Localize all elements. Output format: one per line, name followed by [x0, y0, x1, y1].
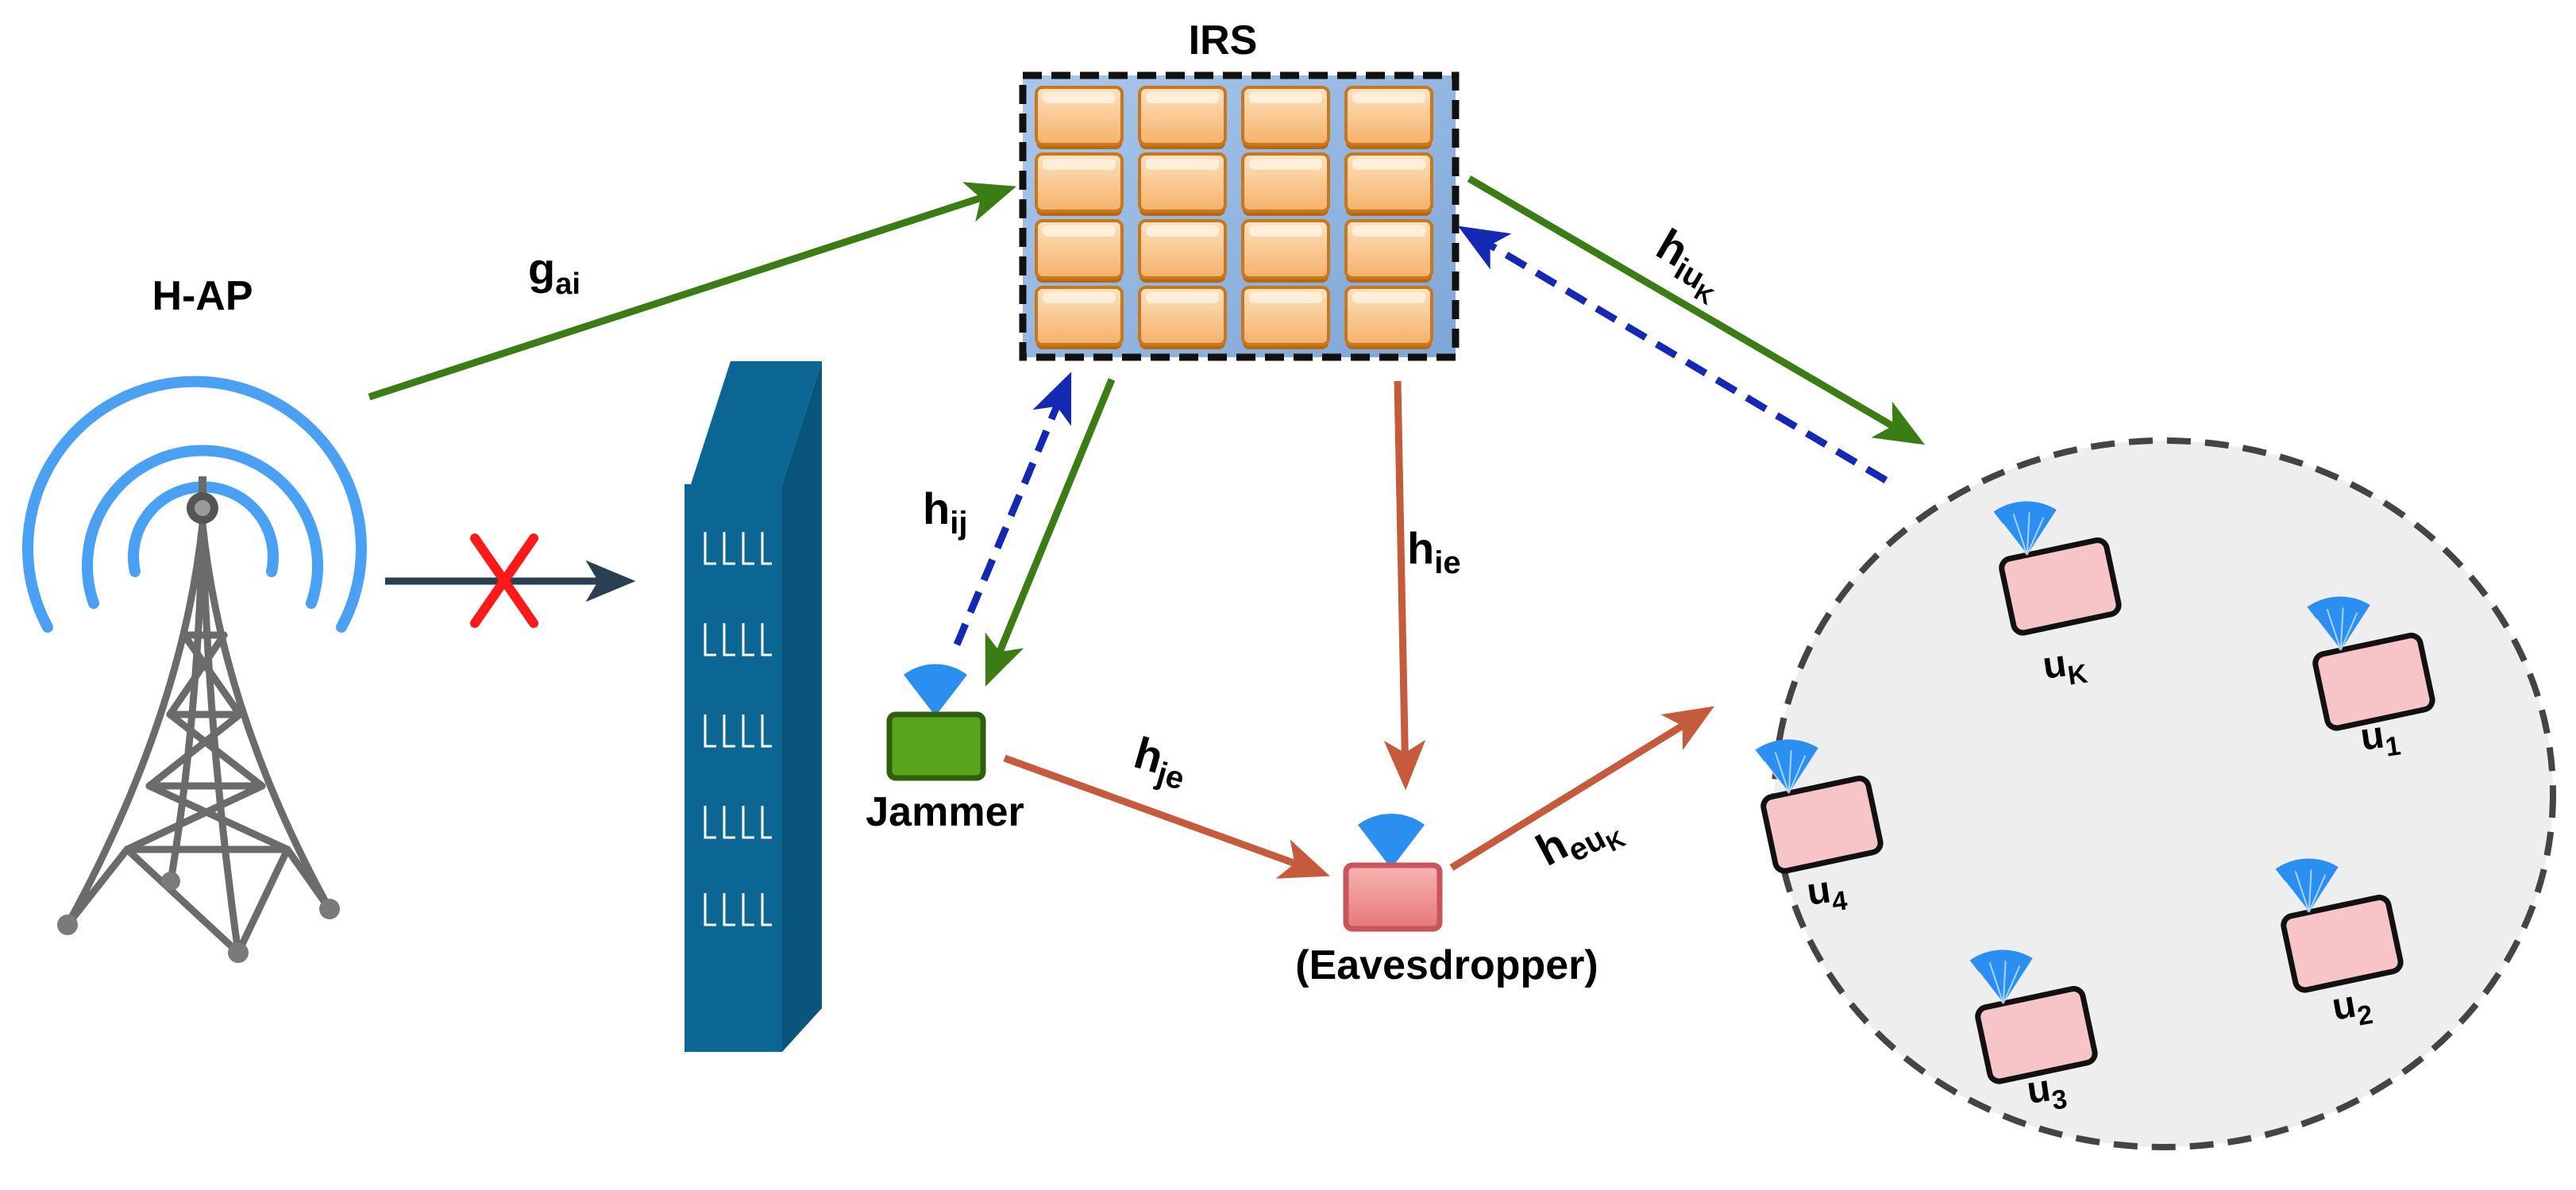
channel-label-h-ij: hij — [923, 483, 967, 541]
user-label: u3 — [2024, 1065, 2069, 1119]
user-label: u1 — [2358, 712, 2402, 766]
jammer-device — [886, 664, 986, 781]
eavesdropper-label: (Eavesdropper) — [1295, 942, 1598, 988]
link-g-ai — [368, 182, 1016, 401]
irs-element — [1035, 286, 1124, 349]
irs-element — [1241, 219, 1330, 283]
irs-element — [1344, 152, 1433, 216]
wifi-signal-icon — [1969, 949, 2033, 1004]
user-label: u4 — [1804, 867, 1849, 921]
channel-label-h-ie: hie — [1407, 523, 1461, 580]
irs-element — [1138, 152, 1227, 216]
wifi-signal-icon — [2275, 858, 2339, 913]
user-device: u1 — [2307, 596, 2435, 766]
irs-element — [1035, 219, 1124, 283]
building-icon — [684, 361, 822, 1052]
hap-label: H-AP — [152, 273, 253, 319]
irs-element — [1241, 286, 1330, 349]
irs-element — [1344, 286, 1433, 349]
irs-element — [1138, 286, 1227, 349]
link-h-iuk — [1467, 175, 1926, 445]
channel-label-h-iuk: hiuK — [1642, 219, 1737, 310]
wifi-signal-icon — [904, 664, 967, 716]
channel-label-g-ai: gai — [528, 244, 580, 301]
irs-element — [1344, 86, 1433, 149]
link-h-je — [1003, 754, 1330, 879]
antenna-tower-icon — [22, 375, 367, 963]
irs-element — [1035, 86, 1124, 149]
user-device: u3 — [1969, 949, 2098, 1119]
channel-label-h-je: hje — [1127, 727, 1194, 797]
jammer-label: Jammer — [866, 789, 1024, 835]
link-h-euk — [1449, 706, 1714, 871]
link-h-ie — [1383, 380, 1426, 791]
blocked-x-icon — [470, 533, 538, 628]
irs-label: IRS — [1189, 17, 1258, 64]
irs-element — [1241, 152, 1330, 216]
link-feedback-users — [1457, 225, 1888, 483]
wifi-signal-icon — [1358, 814, 1425, 868]
irs-element — [1138, 219, 1227, 283]
user-cluster — [1772, 437, 2556, 1150]
irs-element — [1241, 86, 1330, 149]
irs-element — [1138, 86, 1227, 149]
irs-element — [1344, 219, 1433, 283]
irs-element — [1035, 152, 1124, 216]
user-device: u4 — [1755, 739, 1884, 921]
wifi-signal-icon — [2307, 596, 2370, 651]
link-irs-jammer — [985, 378, 1116, 687]
eavesdropper-device — [1343, 814, 1443, 932]
wifi-signal-icon — [1755, 739, 1818, 794]
wifi-signal-icon — [1993, 501, 2057, 556]
user-device: uK — [1993, 501, 2122, 695]
channel-label-h-euk: heuK — [1528, 793, 1629, 888]
link-h-ij — [953, 372, 1072, 646]
irs-panel — [1019, 71, 1460, 361]
user-label: uK — [2040, 640, 2089, 695]
